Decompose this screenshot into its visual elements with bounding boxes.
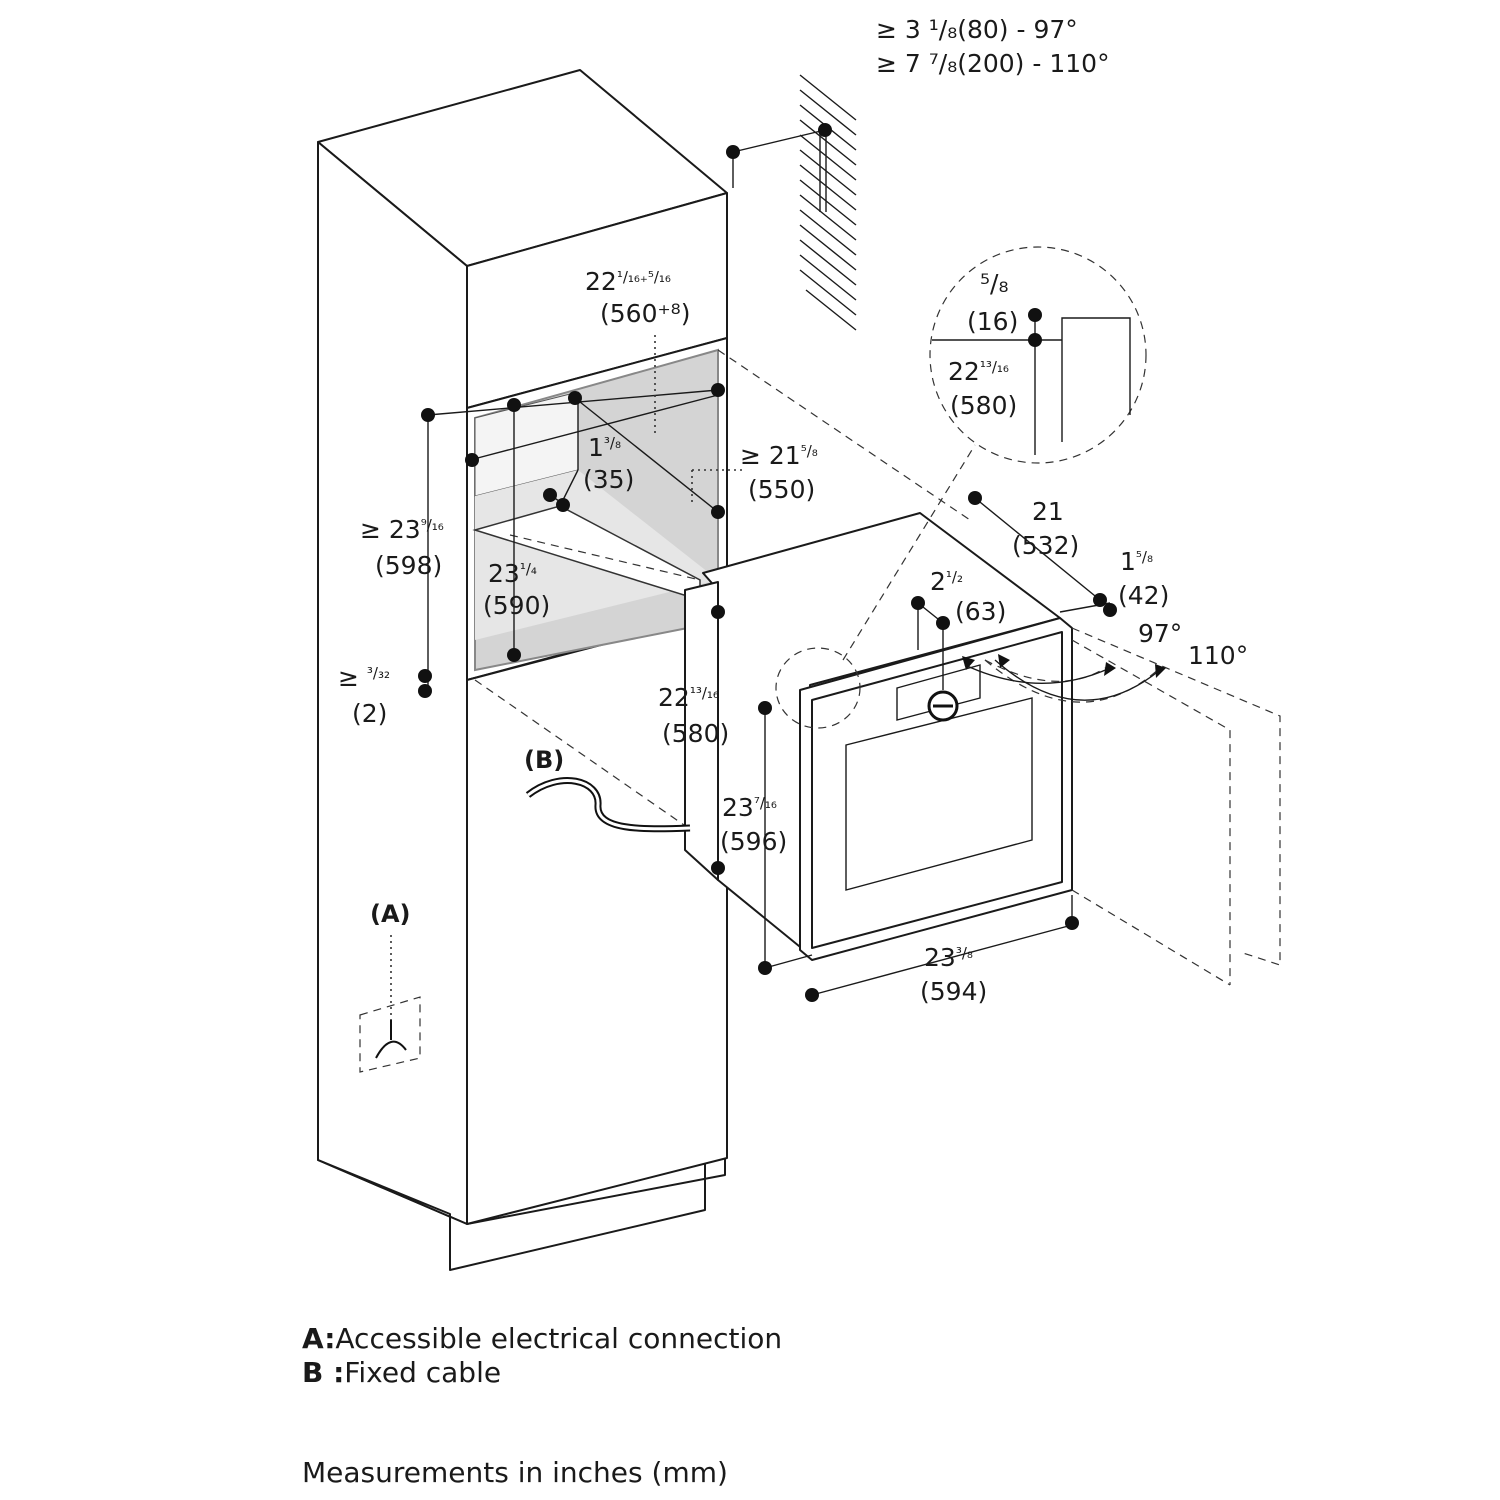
measurement-note: Measurements in inches (mm)	[302, 1456, 728, 1489]
label-a: (A)	[370, 900, 411, 928]
oven-depth-label: 21	[1032, 497, 1064, 526]
niche-depth-mm: (550)	[748, 475, 815, 504]
clearance-line-1: ≥ 3 ¹/₈(80) - 97°	[876, 15, 1078, 44]
clearance-line-2: ≥ 7 ⁷/₈(200) - 110°	[876, 49, 1110, 78]
front-width-mm: (594)	[920, 977, 987, 1006]
gap-label: ≥ ³/₃₂	[338, 663, 390, 692]
niche-height-mm: (598)	[375, 551, 442, 580]
front-depth-mm: (42)	[1118, 581, 1169, 610]
inner-height-mm: (590)	[483, 591, 550, 620]
legend-a-key: A:	[302, 1322, 336, 1355]
legend-b: B :Fixed cable	[302, 1356, 501, 1390]
label-b: (B)	[524, 746, 564, 774]
detail-callout	[929, 246, 1147, 464]
dimension-points	[418, 383, 1117, 1002]
handle-depth-mm: (63)	[955, 597, 1006, 626]
detail-width-mm: (580)	[950, 391, 1017, 420]
body-width-label: 22¹³/₁₆	[658, 683, 719, 712]
oven-depth-mm: (532)	[1012, 531, 1079, 560]
detail-width-label: 22¹³/₁₆	[948, 357, 1009, 386]
panel-depth-mm: (35)	[583, 465, 634, 494]
dim-point	[726, 145, 740, 159]
angle-97: 97°	[1138, 619, 1182, 648]
niche-height-label: ≥ 23⁹/₁₆	[360, 515, 444, 544]
legend-b-text: Fixed cable	[344, 1356, 502, 1389]
front-height-mm: (596)	[720, 827, 787, 856]
inner-height-label: 23¹/₄	[488, 559, 537, 588]
front-depth-label: 1⁵/₈	[1120, 547, 1153, 576]
handle-depth-label: 2¹/₂	[930, 567, 963, 596]
angle-110: 110°	[1188, 641, 1248, 670]
niche-depth-label: ≥ 21⁵/₈	[740, 441, 818, 470]
panel-depth-label: 1³/₈	[588, 433, 621, 462]
vent-grill	[799, 74, 857, 331]
body-width-mm: (580)	[662, 719, 729, 748]
niche-width-mm: (560⁺⁸)	[600, 299, 690, 328]
gap-mm: (2)	[352, 699, 387, 728]
dim-point	[818, 123, 832, 137]
cabinet-niche	[472, 348, 719, 672]
oven	[684, 512, 1073, 961]
detail-top-mm: (16)	[967, 307, 1018, 336]
front-height-label: 23⁷/₁₆	[722, 793, 777, 822]
dimension-lines	[427, 335, 1166, 996]
legend-b-key: B :	[302, 1356, 345, 1389]
detail-top-label: ⁵/₈	[980, 269, 1008, 298]
legend-a: A:Accessible electrical connection	[302, 1322, 782, 1356]
front-width-label: 23³/₈	[924, 943, 973, 972]
grill-dim-line	[732, 129, 826, 153]
niche-width-label: 22¹/₁₆₊⁵/₁₆	[585, 267, 671, 296]
electrical-connection	[359, 935, 421, 1073]
legend-a-text: Accessible electrical connection	[335, 1322, 783, 1355]
